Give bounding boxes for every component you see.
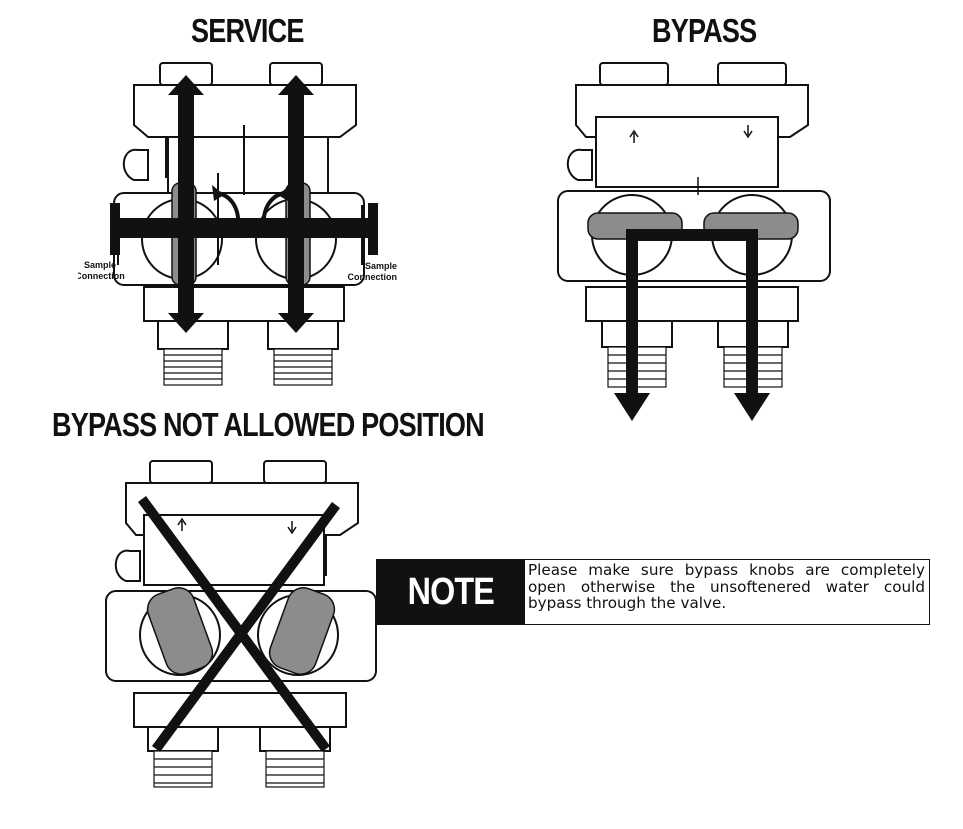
thread-fitting xyxy=(153,750,325,788)
bypass-valve-diagram xyxy=(557,62,831,421)
cross-mark-icon xyxy=(137,496,341,752)
bypass-flow-path xyxy=(626,229,758,397)
up-arrow-icon xyxy=(629,129,639,143)
sample-connection-left-line2: Connection xyxy=(78,271,125,281)
service-title: SERVICE xyxy=(191,12,304,49)
bypass-not-allowed-title: BYPASS NOT ALLOWED POSITION xyxy=(52,406,485,443)
sample-connection-right-line2: Connection xyxy=(348,272,398,282)
up-arrow-icon xyxy=(177,517,187,531)
sample-connection-right-line1: Sample xyxy=(365,261,397,271)
bypass-not-allowed-valve-diagram xyxy=(105,460,377,788)
flow-bar-icon xyxy=(110,203,378,255)
bypass-title: BYPASS xyxy=(652,12,757,49)
note-label: NOTE xyxy=(377,560,525,624)
note-box: NOTE Please make sure bypass knobs are c… xyxy=(376,559,930,625)
service-valve-diagram: Sample Connection Sample Connection xyxy=(78,62,398,386)
up-down-arrow-icon xyxy=(168,75,314,333)
thread-fitting xyxy=(163,348,333,386)
down-flow-arrow-icon xyxy=(614,393,770,421)
down-arrow-icon xyxy=(743,125,753,139)
knob-icon xyxy=(146,587,336,675)
down-arrow-icon xyxy=(287,521,297,535)
sample-connection-left-line1: Sample xyxy=(84,260,116,270)
note-text: Please make sure bypass knobs are comple… xyxy=(528,561,925,612)
